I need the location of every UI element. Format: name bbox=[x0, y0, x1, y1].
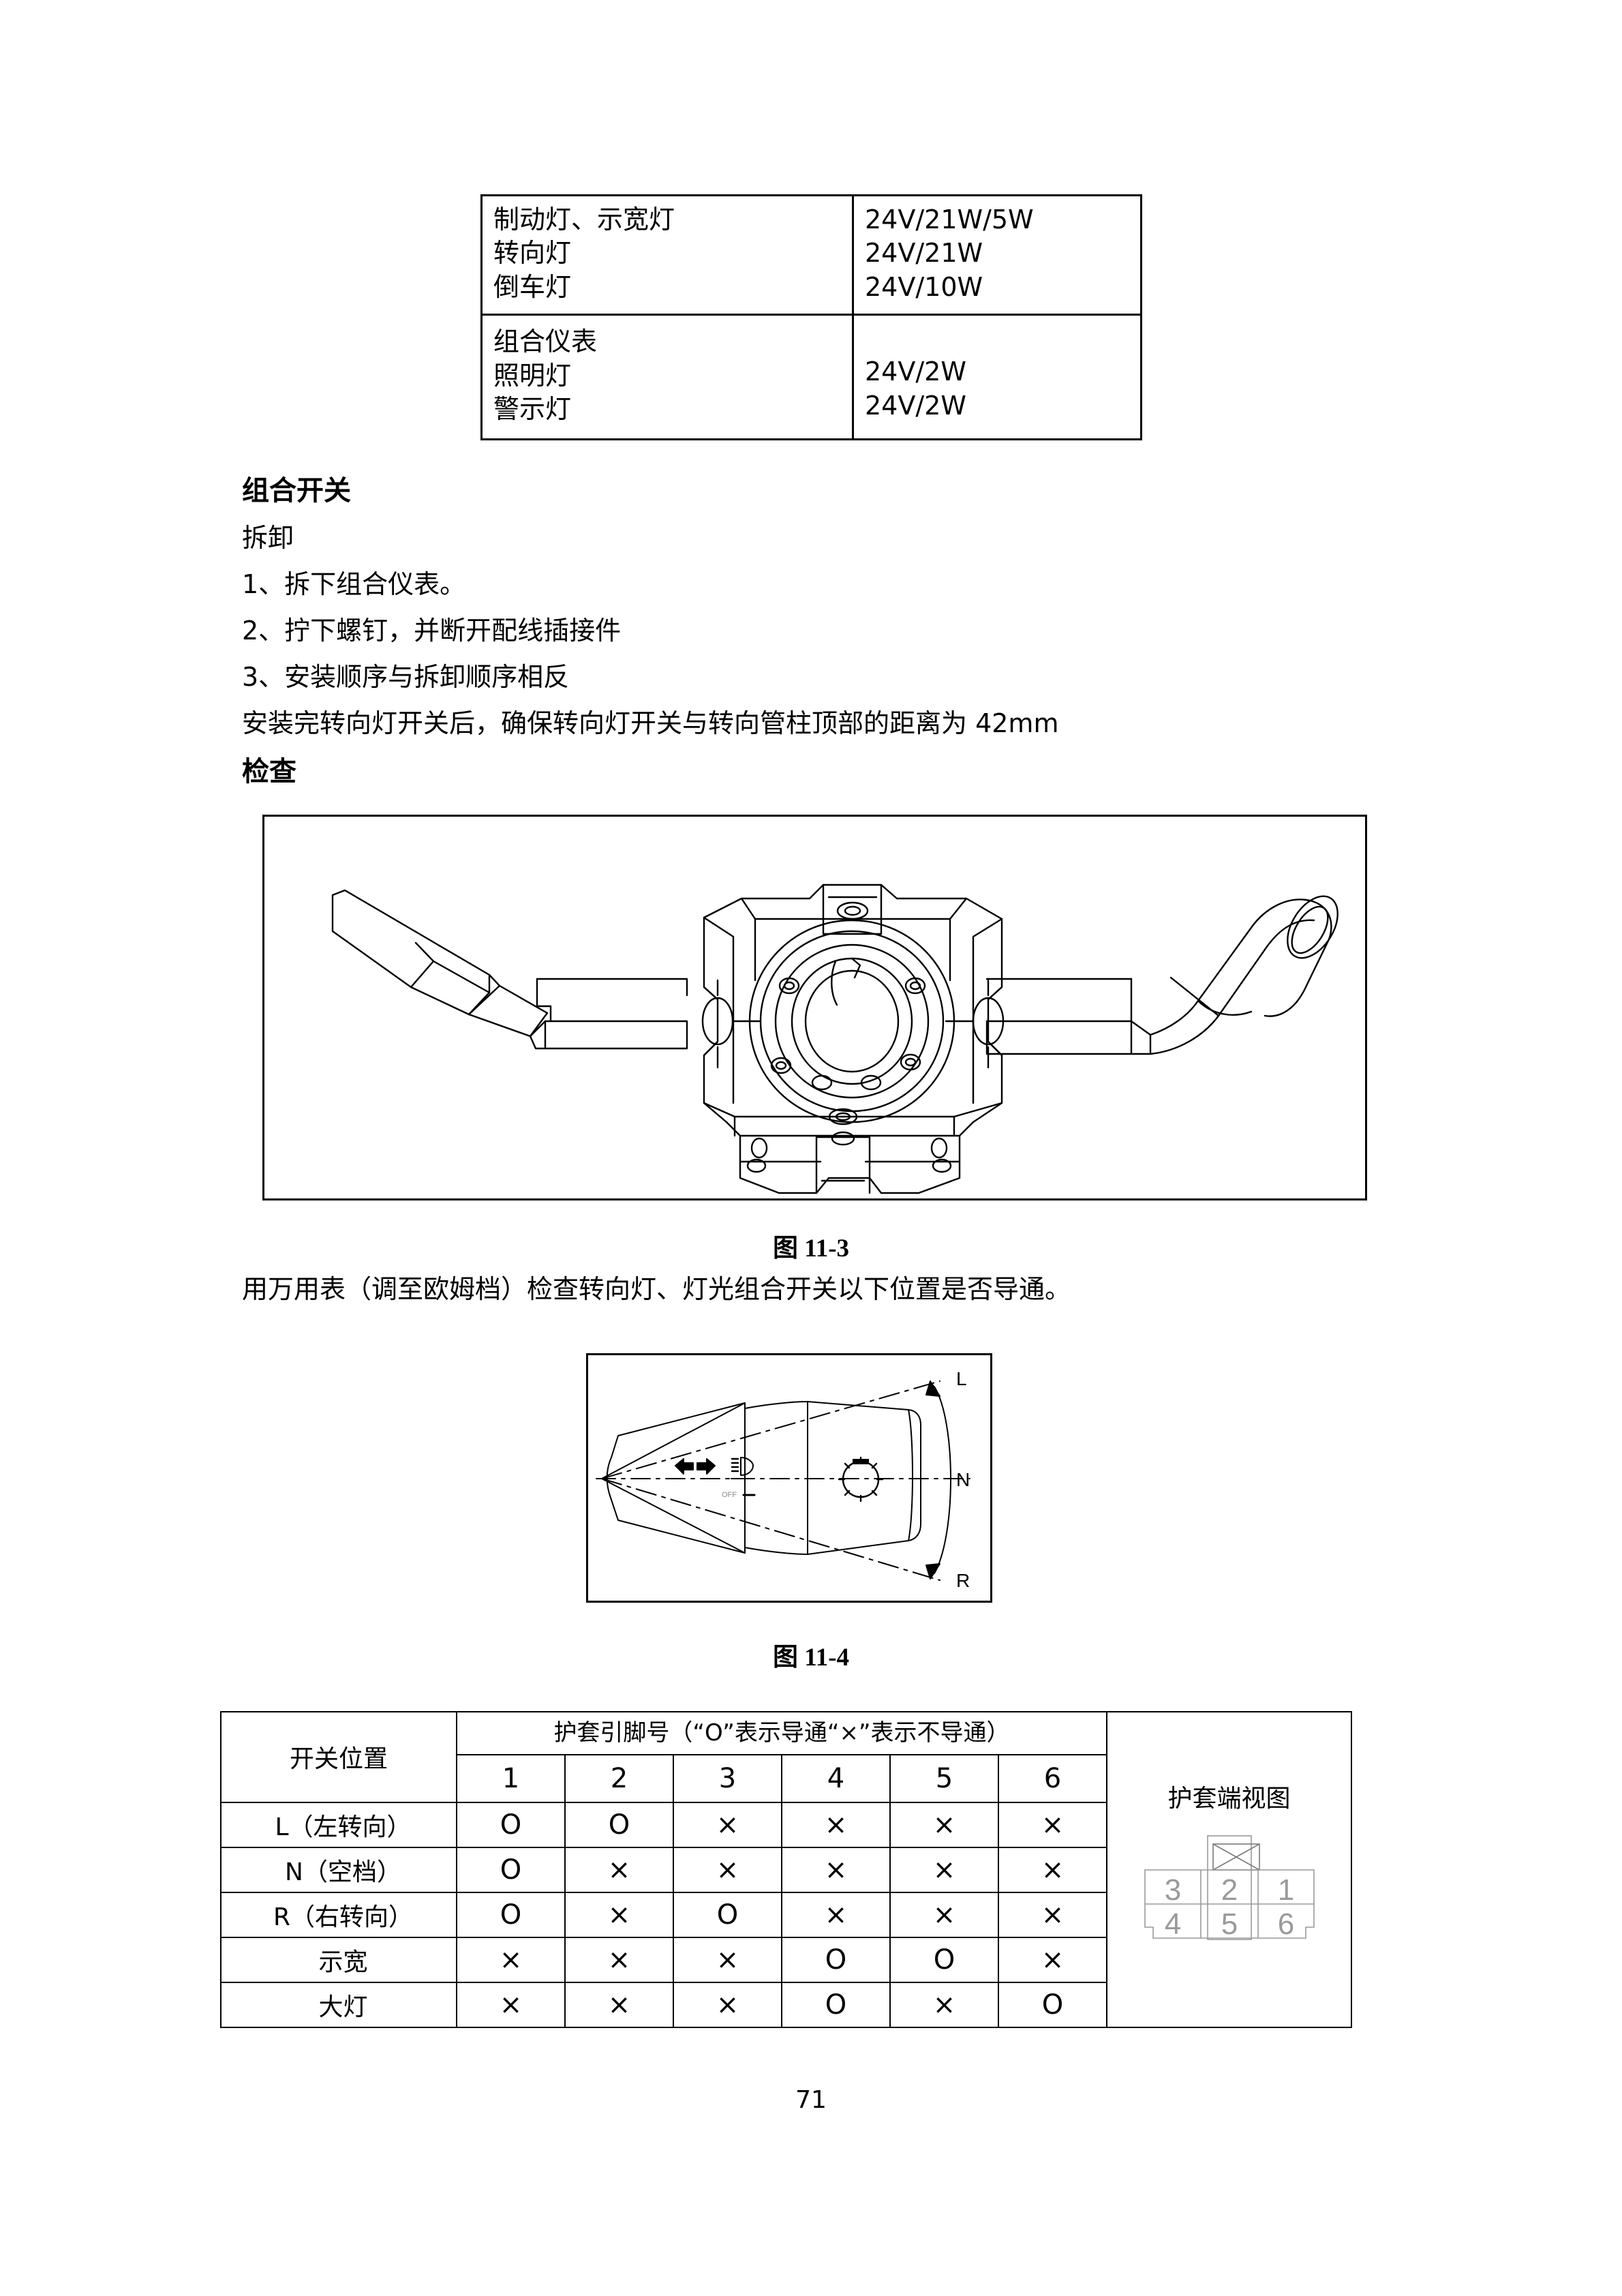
step-item-1: 1、拆下组合仪表。 bbox=[242, 569, 466, 599]
inspection-heading: 检查 bbox=[242, 756, 296, 787]
continuity-mark: × bbox=[998, 1891, 1107, 1938]
label-neutral-position: N bbox=[956, 1469, 970, 1490]
step-item-2: 2、拧下螺钉，并断开配线插接件 bbox=[242, 616, 622, 646]
row-label: 示宽 bbox=[220, 1936, 457, 1983]
continuity-mark: × bbox=[889, 1981, 999, 2028]
spec-value-cell: 24V/2W 24V/2W bbox=[852, 314, 1142, 441]
header-end-view-label: 护套端视图 bbox=[1167, 1784, 1291, 1813]
header-pin-title: 护套引脚号（“O”表示导通“×”表示不导通） bbox=[456, 1711, 1107, 1755]
label-left-position: L bbox=[956, 1368, 967, 1389]
pin-label-4: 4 bbox=[1164, 1907, 1180, 1941]
pin-number-3: 3 bbox=[673, 1753, 782, 1803]
continuity-mark: × bbox=[781, 1891, 891, 1938]
continuity-mark: O bbox=[456, 1801, 566, 1848]
pin-label-3: 3 bbox=[1164, 1873, 1180, 1907]
pin-number-6: 6 bbox=[998, 1753, 1107, 1803]
figure-11-3-caption: 图 11-3 bbox=[772, 1235, 850, 1263]
spec-value-cell: 24V/21W/5W 24V/21W 24V/10W bbox=[852, 194, 1142, 316]
continuity-mark: O bbox=[889, 1936, 999, 1983]
continuity-test-table: 开关位置 护套引脚号（“O”表示导通“×”表示不导通） 护套端视图 bbox=[220, 1711, 1352, 2028]
connector-end-view-drawing: 3 2 1 4 5 6 bbox=[1108, 1832, 1350, 1961]
continuity-mark: O bbox=[456, 1846, 566, 1893]
continuity-mark: × bbox=[781, 1846, 891, 1893]
continuity-mark: × bbox=[998, 1936, 1107, 1983]
figure-11-4-frame: L N R OFF bbox=[586, 1353, 992, 1603]
step-item-3: 3、安装顺序与拆卸顺序相反 bbox=[242, 662, 570, 692]
table-row: 示宽 × × × O O × bbox=[220, 1936, 1351, 1983]
table-row: 制动灯、示宽灯 转向灯 倒车灯 24V/21W/5W 24V/21W 24V/1… bbox=[480, 194, 1142, 316]
lever-position-diagram: L N R OFF bbox=[596, 1368, 970, 1591]
pin-label-6: 6 bbox=[1277, 1907, 1294, 1941]
table-pin-number-row: 1 2 3 4 5 6 bbox=[221, 1753, 1351, 1803]
continuity-mark: × bbox=[998, 1846, 1107, 1893]
continuity-mark: × bbox=[564, 1981, 674, 2028]
continuity-mark: × bbox=[673, 1936, 782, 1983]
pin-number-4: 4 bbox=[781, 1753, 891, 1803]
pin-label-1: 1 bbox=[1277, 1873, 1294, 1907]
continuity-mark: × bbox=[889, 1846, 999, 1893]
continuity-mark: × bbox=[998, 1801, 1107, 1848]
continuity-mark: O bbox=[781, 1981, 891, 2028]
continuity-mark: × bbox=[673, 1801, 782, 1848]
section-subheading: 拆卸 bbox=[242, 523, 294, 553]
continuity-mark: O bbox=[998, 1981, 1107, 2028]
figure-11-4-caption: 图 11-4 bbox=[772, 1644, 850, 1672]
continuity-mark: × bbox=[456, 1981, 566, 2028]
continuity-mark: × bbox=[564, 1936, 674, 1983]
pin-number-1: 1 bbox=[456, 1753, 566, 1803]
combination-switch-drawing bbox=[331, 883, 1338, 1194]
continuity-mark: × bbox=[673, 1981, 782, 2028]
spec-name-cell: 组合仪表 照明灯 警示灯 bbox=[480, 314, 854, 441]
left-arrow-icon bbox=[675, 1458, 694, 1475]
row-label: L（左转向） bbox=[220, 1801, 457, 1848]
figure-11-3-frame bbox=[262, 815, 1367, 1200]
continuity-mark: × bbox=[564, 1891, 674, 1938]
continuity-mark: × bbox=[889, 1891, 999, 1938]
pin-number-2: 2 bbox=[564, 1753, 674, 1803]
table-row: 组合仪表 照明灯 警示灯 24V/2W 24V/2W bbox=[480, 314, 1142, 441]
table-header-row: 开关位置 护套引脚号（“O”表示导通“×”表示不导通） 护套端视图 bbox=[220, 1711, 1352, 2028]
pin-label-5: 5 bbox=[1221, 1907, 1237, 1941]
bulb-specification-table: 制动灯、示宽灯 转向灯 倒车灯 24V/21W/5W 24V/21W 24V/1… bbox=[480, 194, 1142, 441]
table-row: L（左转向） O O × × × × bbox=[220, 1801, 1351, 1848]
continuity-mark: × bbox=[889, 1801, 999, 1848]
continuity-mark: O bbox=[673, 1891, 782, 1938]
row-label: R（右转向） bbox=[220, 1891, 457, 1938]
table-row: 大灯 × × × O × O bbox=[220, 1981, 1351, 2028]
pin-number-5: 5 bbox=[889, 1753, 999, 1803]
instruction-text: 用万用表（调至欧姆档）检查转向灯、灯光组合开关以下位置是否导通。 bbox=[242, 1274, 1071, 1304]
continuity-mark: × bbox=[673, 1846, 782, 1893]
table-row: N（空档） O × × × × × bbox=[220, 1846, 1351, 1893]
continuity-mark: × bbox=[564, 1846, 674, 1893]
spec-name-cell: 制动灯、示宽灯 转向灯 倒车灯 bbox=[480, 194, 854, 316]
page-number: 71 bbox=[795, 2086, 827, 2114]
continuity-mark: O bbox=[456, 1891, 566, 1938]
continuity-mark: O bbox=[564, 1801, 674, 1848]
row-label: 大灯 bbox=[220, 1981, 457, 2028]
continuity-mark: × bbox=[781, 1801, 891, 1848]
header-switch-position: 开关位置 bbox=[220, 1711, 457, 1803]
section-heading: 组合开关 bbox=[242, 475, 351, 507]
continuity-mark: O bbox=[781, 1936, 891, 1983]
row-label: N（空档） bbox=[220, 1846, 457, 1893]
installation-note: 安装完转向灯开关后，确保转向灯开关与转向管柱顶部的距离为 42mm bbox=[242, 708, 1059, 738]
label-right-position: R bbox=[956, 1570, 970, 1591]
table-row: R（右转向） O × O × × × bbox=[220, 1891, 1351, 1938]
headlight-icon bbox=[731, 1457, 754, 1476]
continuity-mark: × bbox=[456, 1936, 566, 1983]
pin-label-2: 2 bbox=[1221, 1873, 1237, 1907]
right-arrow-icon bbox=[697, 1458, 716, 1475]
light-switch-knob-icon bbox=[838, 1456, 884, 1502]
off-label: OFF bbox=[722, 1491, 737, 1499]
header-end-view-cell: 护套端视图 bbox=[1106, 1711, 1352, 2028]
